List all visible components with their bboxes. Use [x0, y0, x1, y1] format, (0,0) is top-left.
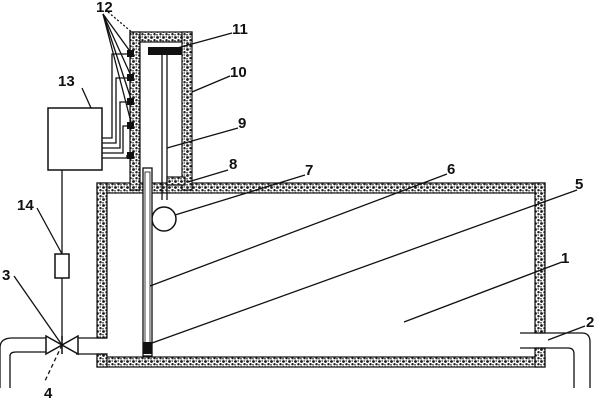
label-3: 3 [2, 267, 10, 284]
label-5: 5 [575, 176, 583, 193]
tank-body [96, 182, 546, 368]
label-10: 10 [230, 64, 247, 81]
sensor-block [148, 47, 182, 55]
leader-lines [13, 11, 586, 384]
controller-wires [102, 53, 128, 159]
label-6: 6 [447, 161, 455, 178]
tank-right-wall-lower [534, 347, 546, 368]
label-9: 9 [238, 115, 246, 132]
label-13: 13 [58, 73, 75, 90]
label-2: 2 [586, 314, 594, 331]
upper-housing [129, 31, 193, 191]
label-7: 7 [305, 162, 313, 179]
tank-left-wall-upper [96, 182, 108, 339]
housing-right-wall [181, 31, 193, 191]
label-8: 8 [229, 156, 237, 173]
label-11: 11 [232, 21, 248, 38]
guide-rod [161, 55, 168, 200]
controller-box [47, 107, 103, 171]
housing-left-wall [129, 31, 141, 191]
tank-left-wall-lower [96, 353, 108, 368]
tank-right-wall-upper [534, 182, 546, 334]
outlet-pipe [520, 332, 591, 388]
label-14: 14 [17, 197, 34, 214]
tank-top-wall [96, 182, 546, 194]
actuator-14 [54, 253, 70, 279]
label-1: 1 [561, 250, 569, 267]
measuring-tube [142, 167, 153, 357]
housing-floor-ledge [166, 176, 186, 186]
tank-bottom-wall [96, 356, 546, 368]
float-ball [151, 206, 177, 232]
inlet-pipe [0, 337, 107, 388]
label-4: 4 [44, 385, 53, 401]
label-12: 12 [96, 0, 113, 16]
switch-markers [127, 50, 134, 159]
